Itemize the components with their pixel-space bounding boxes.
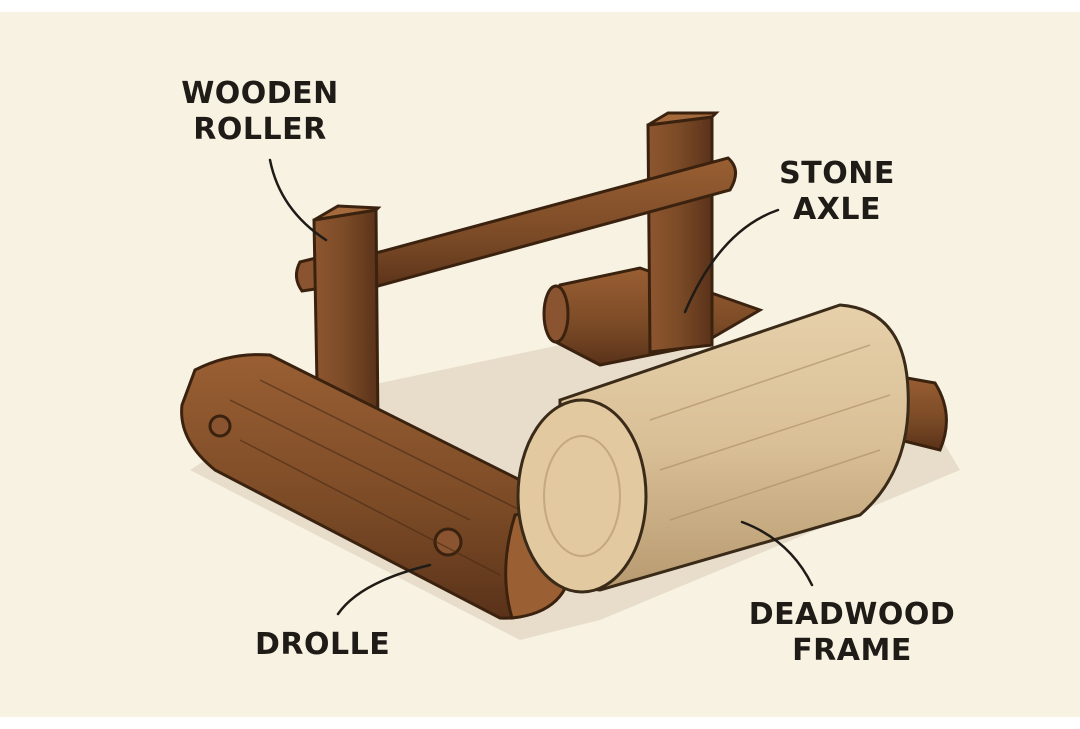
peg-front [433,527,463,557]
leader-drolle [336,563,432,616]
leader-deadwood-frame [740,520,814,587]
label-stone-axle-line1: STONE [779,156,895,191]
leader-stone-axle [683,208,780,314]
label-wooden-roller: WOODEN ROLLER [180,76,340,148]
label-drolle: DROLLE [255,627,391,663]
label-drolle-line1: DROLLE [255,627,391,662]
label-stone-axle: STONE AXLE [770,156,904,228]
label-deadwood-frame-line2: FRAME [792,633,912,668]
label-wooden-roller-line2: ROLLER [193,112,327,147]
label-deadwood-frame-line1: DEADWOOD [748,597,956,632]
light-roller [516,303,910,594]
peg-rear [208,414,232,438]
label-deadwood-frame: DEADWOOD FRAME [747,597,957,669]
leader-wooden-roller [268,158,328,242]
label-stone-axle-line2: AXLE [793,192,881,227]
leader-lines [268,158,814,616]
rear-post [646,111,720,354]
label-wooden-roller-line1: WOODEN [181,76,339,111]
